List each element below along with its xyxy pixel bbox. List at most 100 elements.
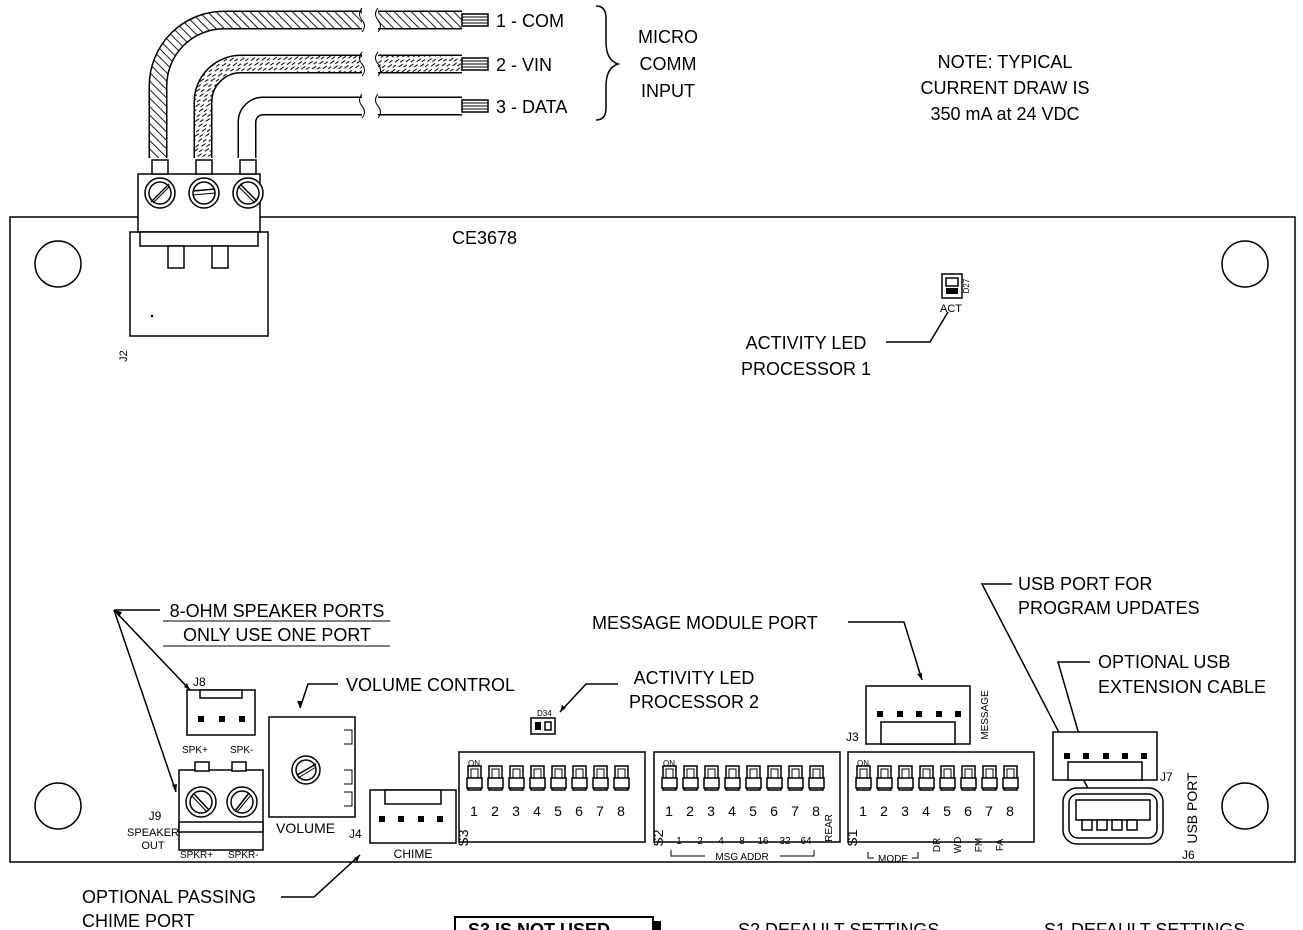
s1-lever-5[interactable] (939, 765, 956, 791)
s2-on-label: ON (663, 759, 675, 768)
j4-chime-header (369, 789, 457, 844)
s1-lever-8[interactable] (1002, 765, 1019, 791)
d34-activity-led (530, 717, 556, 735)
s2-number-6: 6 (770, 803, 778, 819)
j9-speaker-line2: OUT (141, 840, 165, 852)
j3-label: J3 (846, 730, 859, 744)
s3-not-used-text: S3 IS NOT USED (468, 920, 610, 930)
s1-label-wd: WD (953, 837, 964, 854)
s3-number-4: 4 (533, 803, 541, 819)
j9-label: J9 (149, 809, 162, 823)
s3-lever-5[interactable] (550, 765, 567, 791)
usb-callout-line1: USB PORT FOR (1018, 574, 1152, 594)
s2-number-8: 8 (812, 803, 820, 819)
j4-chime-label: CHIME (394, 847, 433, 861)
message-leader (848, 621, 923, 681)
s3-lever-4[interactable] (529, 765, 546, 791)
j6-side-label: USB PORT (1184, 772, 1200, 844)
s2-default-heading: S2 DEFAULT SETTINGS (738, 920, 939, 930)
volume-potentiometer[interactable] (268, 716, 356, 818)
s2-weight-8: 8 (739, 836, 745, 847)
j3-message-header (865, 685, 971, 745)
dip-switch-s2[interactable] (653, 751, 841, 843)
s2-number-3: 3 (707, 803, 715, 819)
chime-leader (281, 854, 361, 898)
s3-lever-6[interactable] (571, 765, 588, 791)
s1-label: S1 (844, 829, 860, 846)
board-part-number: CE3678 (452, 228, 517, 248)
s2-lever-6[interactable] (766, 765, 783, 791)
s2-weight-4: 4 (718, 836, 724, 847)
s3-lever-7[interactable] (592, 765, 609, 791)
s1-mode-bracket (867, 852, 919, 859)
s2-weight-32: 32 (779, 836, 791, 847)
d27-label: D27 (962, 278, 971, 293)
s1-default-heading: S1 DEFAULT SETTINGS (1044, 920, 1245, 930)
speaker-callout-line2: ONLY USE ONE PORT (183, 625, 371, 645)
input-label-line1: MICRO (638, 27, 698, 47)
s2-lever-5[interactable] (745, 765, 762, 791)
s2-number-4: 4 (728, 803, 736, 819)
usb-ext-callout-line2: EXTENSION CABLE (1098, 677, 1266, 697)
s3-lever-2[interactable] (487, 765, 504, 791)
dip-switch-s3[interactable] (458, 751, 646, 843)
s2-lever-3[interactable] (703, 765, 720, 791)
j8-pin-plus: SPK+ (182, 745, 208, 756)
s2-lever-7[interactable] (787, 765, 804, 791)
j6-usb-port[interactable] (1062, 787, 1164, 845)
d34-label: D34 (537, 709, 552, 718)
mounting-hole-top-left (34, 240, 82, 288)
s1-number-7: 7 (985, 803, 993, 819)
s3-lever-8[interactable] (613, 765, 630, 791)
s3-lever-3[interactable] (508, 765, 525, 791)
chime-callout-line2: CHIME PORT (82, 911, 195, 930)
speaker-leaders (113, 609, 191, 793)
s1-lever-7[interactable] (981, 765, 998, 791)
led2-leader (559, 683, 618, 713)
message-callout: MESSAGE MODULE PORT (592, 613, 818, 633)
volume-label: VOLUME (276, 820, 335, 836)
s1-on-label: ON (857, 759, 869, 768)
j6-label: J6 (1182, 848, 1195, 862)
j4-label: J4 (349, 827, 362, 841)
d27-act-label: ACT (940, 303, 962, 315)
s2-rear-label: REAR (824, 814, 835, 842)
s1-label-fm: FM (974, 838, 985, 852)
s1-group-label: MODE (878, 854, 908, 865)
s1-lever-6[interactable] (960, 765, 977, 791)
input-label-line3: INPUT (641, 81, 695, 101)
j8-label: J8 (193, 675, 206, 689)
j9-pin-plus: SPKR+ (180, 850, 213, 861)
input-label-line2: COMM (640, 54, 697, 74)
chime-callout-line1: OPTIONAL PASSING (82, 887, 256, 907)
led2-callout-line2: PROCESSOR 2 (629, 692, 759, 712)
s3-number-7: 7 (596, 803, 604, 819)
j7-label: J7 (1160, 770, 1173, 784)
s2-lever-2[interactable] (682, 765, 699, 791)
note-line1: NOTE: TYPICAL (938, 52, 1073, 72)
s1-label-dr: DR (932, 838, 943, 852)
input-brace (595, 5, 621, 121)
s3-number-1: 1 (470, 803, 478, 819)
s1-lever-3[interactable] (897, 765, 914, 791)
s3-lever-1[interactable] (466, 765, 483, 791)
wire-label-com: 1 - COM (496, 11, 564, 31)
s1-lever-4[interactable] (918, 765, 935, 791)
s1-lever-1[interactable] (855, 765, 872, 791)
s3-number-8: 8 (617, 803, 625, 819)
s1-number-6: 6 (964, 803, 972, 819)
s3-number-3: 3 (512, 803, 520, 819)
usb-ext-callout-line1: OPTIONAL USB (1098, 652, 1230, 672)
s2-label: S2 (650, 829, 666, 846)
s1-lever-2[interactable] (876, 765, 893, 791)
s2-lever-8[interactable] (808, 765, 825, 791)
s1-number-8: 8 (1006, 803, 1014, 819)
s2-lever-1[interactable] (661, 765, 678, 791)
s3-number-2: 2 (491, 803, 499, 819)
micro-comm-cable (148, 7, 489, 158)
speaker-callout-line1: 8-OHM SPEAKER PORTS (170, 601, 385, 621)
dip-switch-s1[interactable] (847, 751, 1035, 843)
s2-lever-4[interactable] (724, 765, 741, 791)
